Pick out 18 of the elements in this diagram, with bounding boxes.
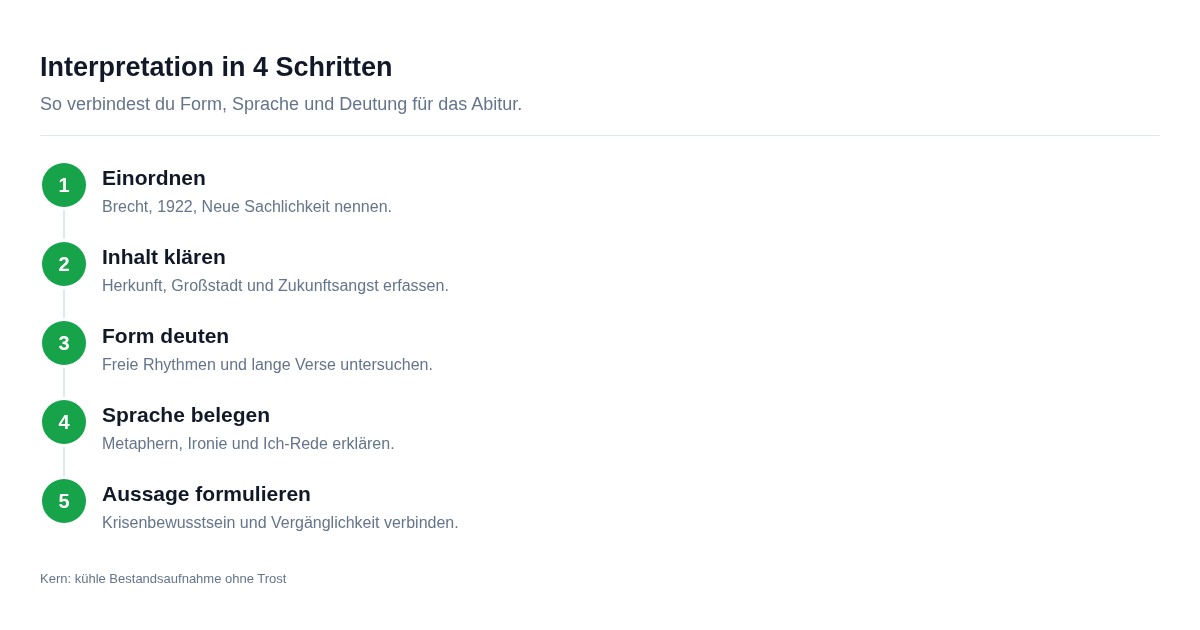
step-title: Sprache belegen bbox=[102, 402, 271, 428]
step-number-circle: 1 bbox=[42, 163, 86, 207]
footer-note: Kern: kühle Bestandsaufnahme ohne Trost bbox=[40, 571, 287, 587]
subtitle: So verbindest du Form, Sprache und Deutung für das Abitur. bbox=[40, 93, 523, 115]
step-title: Einordnen bbox=[102, 165, 206, 191]
step-title: Inhalt klären bbox=[102, 244, 226, 270]
step-title: Aussage formulieren bbox=[102, 481, 311, 507]
step-description: Krisenbewusstsein und Vergänglichkeit verbinden. bbox=[102, 513, 459, 533]
step-number-circle: 4 bbox=[42, 400, 86, 444]
step-number-circle: 2 bbox=[42, 242, 86, 286]
step-number-circle: 5 bbox=[42, 479, 86, 523]
page-title: Interpretation in 4 Schritten bbox=[40, 51, 393, 84]
step-description: Metaphern, Ironie und Ich-Rede erklären. bbox=[102, 434, 395, 454]
step-description: Herkunft, Großstadt und Zukunftsangst erfassen. bbox=[102, 276, 449, 296]
step-description: Brecht, 1922, Neue Sachlichkeit nennen. bbox=[102, 197, 392, 217]
step-title: Form deuten bbox=[102, 323, 230, 349]
step-number-circle: 3 bbox=[42, 321, 86, 365]
step-description: Freie Rhythmen und lange Verse untersuchen. bbox=[102, 355, 433, 375]
